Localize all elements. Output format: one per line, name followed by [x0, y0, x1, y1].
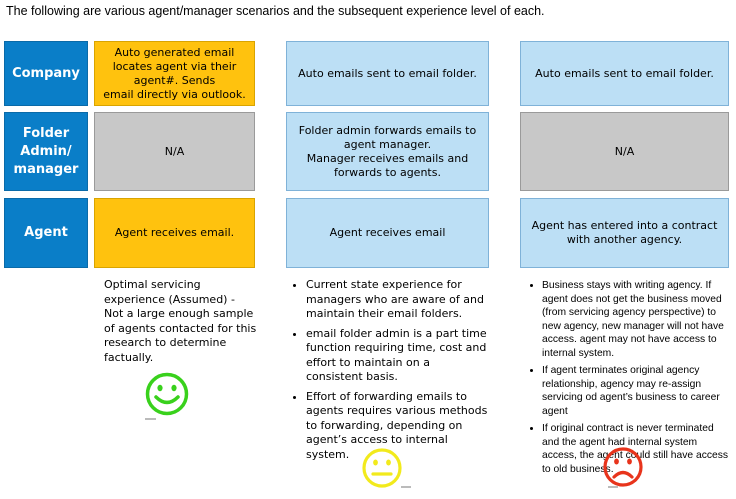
happy-face-right-eye	[171, 384, 177, 392]
s3-company-box: Auto emails sent to email folder.	[520, 41, 729, 106]
row-label-folder-admin: Folder Admin/ manager	[4, 112, 88, 191]
neutral-face-right-eye	[386, 459, 391, 466]
s1-folder-text: N/A	[164, 144, 185, 158]
happy-face-left-eye	[157, 384, 163, 392]
row-label-folder-line3: manager	[13, 161, 79, 177]
s1-notes: Optimal servicing experience (Assumed) -…	[104, 278, 274, 365]
sad-face-underline	[608, 486, 618, 488]
s2-folder-line4: forwards to agents.	[334, 165, 441, 179]
s3-agent-line1: Agent has entered into a contract	[531, 219, 718, 232]
s3-bullet-2: If agent terminates original agency rela…	[542, 364, 732, 418]
s1-note-line4: of agents contacted for this	[104, 321, 257, 335]
row-label-company-text: Company	[12, 65, 80, 81]
s2-bullet-2: email folder admin is a part time functi…	[306, 327, 488, 385]
s2-bullet-1: Current state experience for managers wh…	[306, 278, 488, 322]
happy-face-outline	[145, 372, 189, 416]
row-label-folder-line2: Admin/	[20, 143, 72, 159]
neutral-face-left-eye	[373, 459, 378, 466]
happy-face-mouth	[154, 395, 180, 405]
s1-company-box: Auto generated email locates agent via t…	[94, 41, 255, 106]
s1-note-line2: experience (Assumed) -	[104, 292, 235, 306]
row-label-folder-line1: Folder	[22, 125, 70, 141]
row-label-agent-text: Agent	[24, 225, 68, 240]
s1-note-line5: research to determine	[104, 336, 227, 349]
s1-company-line1: Auto generated email	[114, 45, 235, 59]
s2-company-text: Auto emails sent to email folder.	[298, 66, 477, 80]
s2-bullets: Current state experience for managers wh…	[286, 278, 488, 467]
s1-agent-text: Agent receives email.	[114, 226, 235, 239]
row-label-company: Company	[4, 41, 88, 106]
intro-text: The following are various agent/manager …	[6, 4, 545, 18]
sad-face-right-eye	[627, 458, 632, 465]
neutral-face-outline	[362, 448, 402, 488]
s1-company-line2: locates agent via their	[112, 59, 237, 73]
happy-face-underline	[145, 418, 156, 420]
s3-agent-line2: with another agency.	[566, 233, 683, 246]
happy-face-icon	[145, 372, 189, 416]
s1-note-line3: Not a large enough sample	[104, 307, 254, 320]
s2-company-box: Auto emails sent to email folder.	[286, 41, 489, 106]
neutral-face-underline	[401, 486, 411, 488]
s2-folder-line1: Folder admin forwards emails to	[298, 123, 477, 137]
s3-folder-box: N/A	[520, 112, 729, 191]
sad-face-outline	[603, 447, 643, 487]
sad-face-mouth	[612, 470, 634, 479]
s3-agent-box: Agent has entered into a contract with a…	[520, 198, 729, 268]
s1-company-line4: email directly via outlook.	[103, 87, 246, 101]
s2-agent-box: Agent receives email	[286, 198, 489, 268]
s3-bullet-1: Business stays with writing agency. If a…	[542, 279, 732, 360]
s2-folder-box: Folder admin forwards emails to agent ma…	[286, 112, 489, 191]
sad-face-icon	[603, 447, 643, 487]
s1-company-line3: agent#. Sends	[133, 73, 216, 87]
s1-note-line6: factually.	[104, 350, 154, 364]
neutral-face-icon	[362, 448, 402, 488]
s1-agent-box: Agent receives email.	[94, 198, 255, 268]
s2-folder-line3: Manager receives emails and	[306, 151, 469, 165]
row-label-agent: Agent	[4, 198, 88, 268]
s2-bullet-3: Effort of forwarding emails to agents re…	[306, 390, 488, 463]
s3-company-text: Auto emails sent to email folder.	[535, 66, 714, 80]
s3-folder-text: N/A	[614, 144, 635, 158]
s1-note-line1: Optimal servicing	[104, 278, 201, 291]
s2-folder-line2: agent manager.	[343, 137, 432, 151]
s1-folder-box: N/A	[94, 112, 255, 191]
sad-face-left-eye	[614, 458, 619, 465]
s2-agent-text: Agent receives email	[329, 226, 446, 239]
